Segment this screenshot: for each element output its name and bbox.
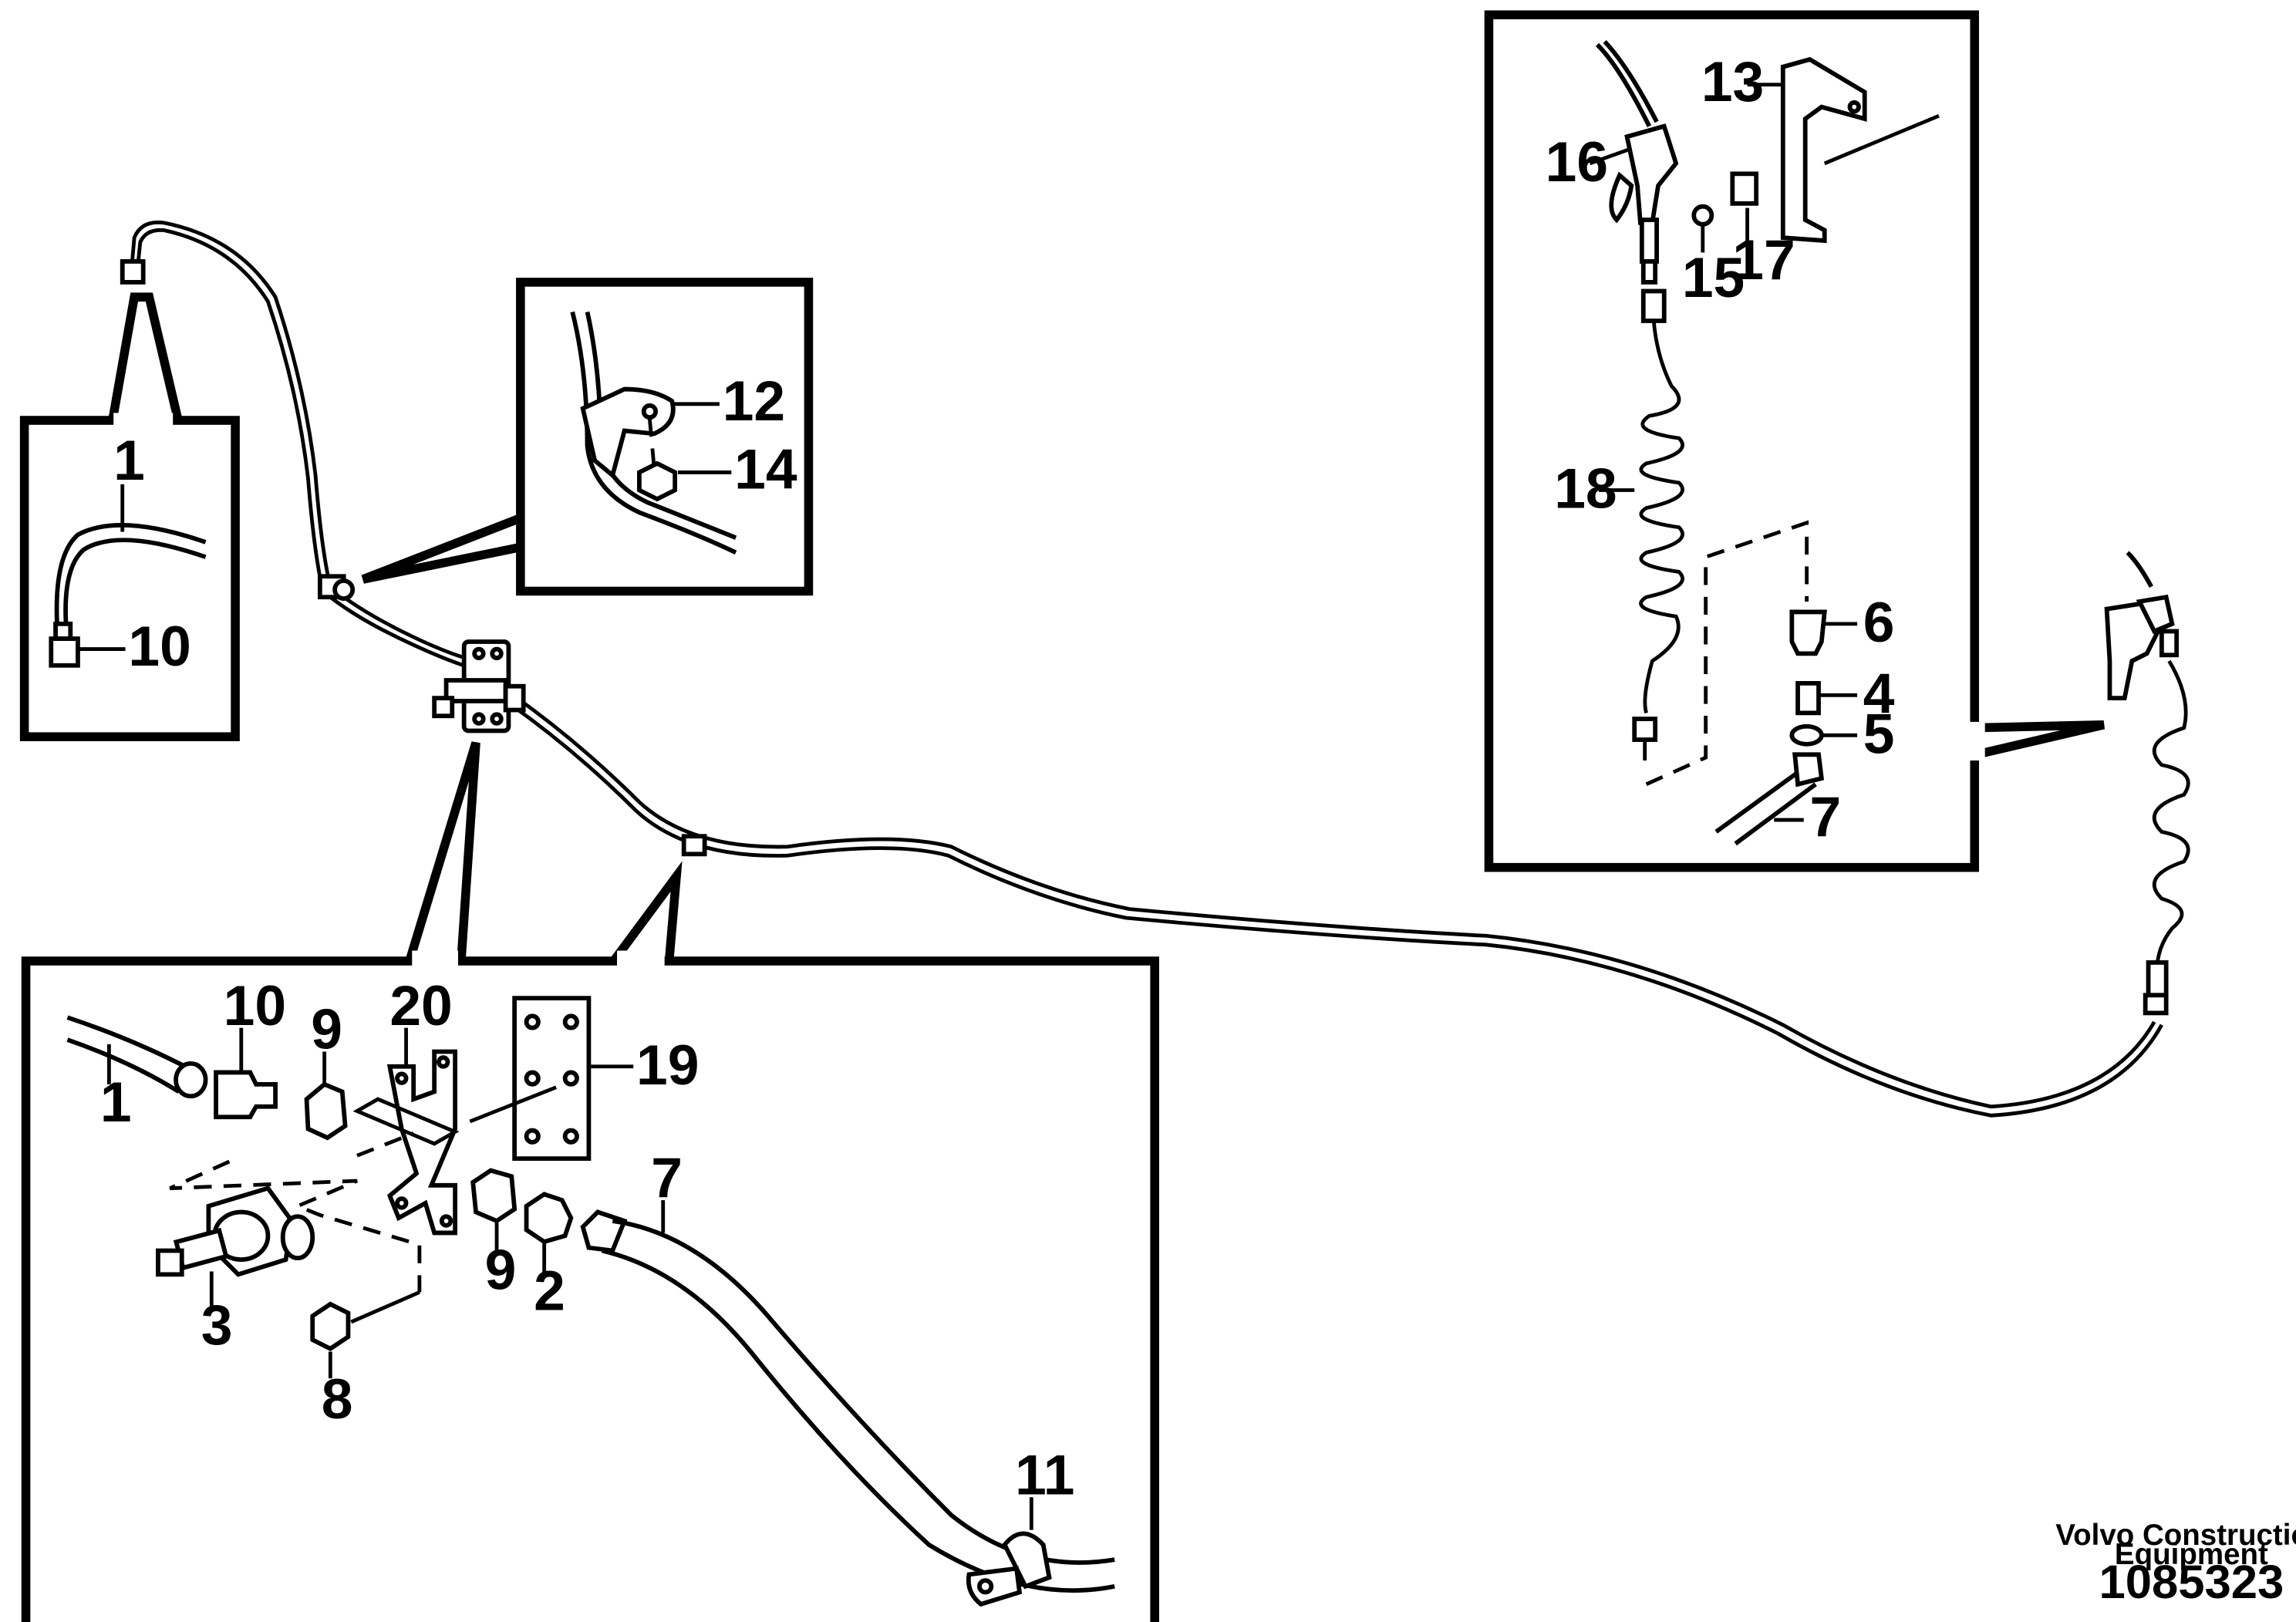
- nipple-icon: [1795, 680, 1821, 716]
- callout-1: 1: [113, 429, 145, 492]
- coupling-icon: [1789, 609, 1827, 656]
- shut-off-valve-icon: [156, 1185, 315, 1277]
- publisher-name-line2: Equipment: [2115, 1538, 2268, 1571]
- callout-10: 10: [128, 615, 190, 678]
- callout-8: 8: [322, 1367, 353, 1431]
- nipple-icon: [49, 636, 80, 668]
- callout-7: 7: [651, 1146, 683, 1209]
- bracket-icon: [386, 1049, 457, 1236]
- inset-coupling-detail: 1 10 9 20 19: [21, 741, 1159, 1622]
- air-blow-gun-icon: [2104, 551, 2180, 701]
- hose-fitting-icon: [1792, 752, 1825, 787]
- callout-9: 9: [485, 1239, 517, 1302]
- callout-2: 2: [534, 1259, 565, 1323]
- publisher-credit: Volvo Construction Equipment 1085323: [2055, 1519, 2296, 1609]
- air-blow-gun-icon: [1596, 39, 1679, 285]
- callout-10: 10: [224, 974, 286, 1037]
- screw-icon: [1691, 204, 1714, 227]
- drawing-number: 1085323: [2099, 1556, 2284, 1609]
- inset-hose-end: 1 10: [19, 292, 240, 741]
- screw-icon: [637, 460, 678, 502]
- inset-air-gun-detail: 13 16 15 17 18: [1484, 10, 2106, 872]
- spiral-hose-icon: [1632, 288, 1684, 761]
- spiral-hose-icon: [2143, 659, 2190, 1016]
- hose-clip-icon: [681, 834, 707, 857]
- callout-7: 7: [1809, 785, 1841, 848]
- screw-icon: [310, 1301, 351, 1351]
- hose-clamp-icon: [966, 1531, 1052, 1607]
- callout-4: 4: [1863, 662, 1895, 725]
- nipple-icon: [214, 1070, 278, 1120]
- washer-icon: [1789, 723, 1824, 747]
- callout-9: 9: [311, 998, 342, 1061]
- publisher-name-line1: Volvo Construction: [2055, 1519, 2296, 1552]
- gun-holder-icon: [1780, 56, 1867, 244]
- callout-18: 18: [1554, 457, 1617, 521]
- end-fitting-icon: [120, 259, 146, 285]
- callout-13: 13: [1701, 50, 1764, 113]
- callout-3: 3: [201, 1293, 233, 1357]
- callout-16: 16: [1546, 130, 1608, 194]
- clip-icon: [1730, 171, 1759, 206]
- callout-5: 5: [1863, 702, 1895, 765]
- nut-icon: [470, 1168, 518, 1224]
- nipple-icon: [524, 1192, 574, 1245]
- callout-14: 14: [734, 438, 797, 501]
- valve-assembly-icon: [432, 639, 526, 733]
- callout-6: 6: [1863, 591, 1895, 654]
- nut-icon: [304, 1081, 348, 1141]
- callout-19: 19: [636, 1034, 699, 1097]
- callout-1: 1: [100, 1071, 132, 1134]
- callout-12: 12: [723, 369, 785, 433]
- inset-hose-bracket: 12 14: [361, 278, 814, 596]
- callout-20: 20: [389, 974, 452, 1037]
- main-hose-routing: [120, 220, 2163, 1118]
- callout-11: 11: [1015, 1443, 1074, 1506]
- callout-17: 17: [1732, 228, 1795, 292]
- callout-15: 15: [1682, 246, 1745, 309]
